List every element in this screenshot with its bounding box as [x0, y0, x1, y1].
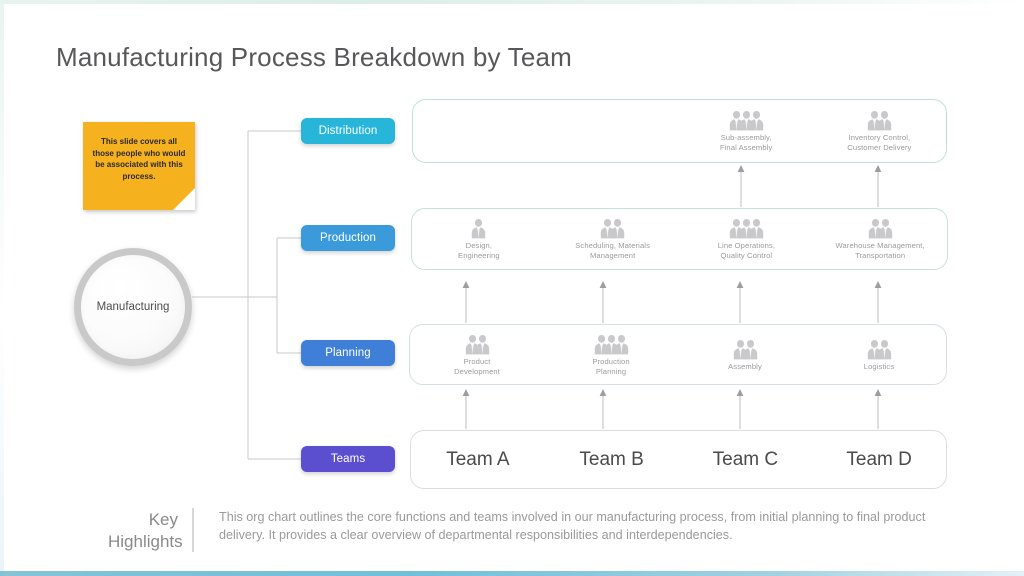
people-group-icon [733, 338, 757, 360]
arrow-planning-to-production [462, 281, 882, 323]
key-highlights-label: Key Highlights [108, 510, 183, 551]
people-group-icon [600, 217, 625, 239]
level-pill-distribution[interactable]: Distribution [301, 118, 395, 144]
row-cells-production: Design, Engineering Scheduling, Materials… [412, 209, 947, 269]
org-cell[interactable]: Line Operations, Quality Control [680, 209, 814, 269]
row-panel-teams: Team A Team B Team C Team D [410, 430, 947, 489]
slide-left-accent-bar [0, 0, 4, 576]
sticky-note: This slide covers all those people who w… [83, 122, 195, 210]
people-group-icon [867, 109, 892, 131]
org-cell[interactable]: Assembly [678, 325, 812, 384]
org-cell[interactable]: Production Planning [544, 325, 678, 384]
level-pill-distribution-label: Distribution [318, 125, 378, 137]
org-cell-caption: Design, Engineering [458, 241, 500, 260]
person-icon [749, 219, 764, 239]
root-node-manufacturing[interactable]: Manufacturing [74, 248, 192, 366]
org-cell[interactable]: Product Development [410, 325, 544, 384]
person-icon [749, 111, 763, 131]
org-cell-caption: Production Planning [592, 356, 630, 376]
level-pill-planning-label: Planning [325, 347, 371, 359]
team-cell-label: Team D [846, 448, 912, 470]
people-group-icon [868, 217, 892, 239]
team-cell[interactable]: Team A [411, 431, 545, 488]
level-pill-production[interactable]: Production [301, 225, 395, 251]
page-title: Manufacturing Process Breakdown by Team [56, 42, 573, 72]
level-pill-planning[interactable]: Planning [301, 340, 395, 366]
row-panel-distribution: Sub-assembly, Final Assembly Inventory Co… [412, 99, 947, 163]
person-icon [878, 219, 892, 239]
org-cell[interactable] [546, 100, 679, 162]
level-pill-production-label: Production [320, 232, 376, 244]
person-icon [475, 334, 489, 355]
row-panel-planning: Product Development Production Planning As… [409, 324, 947, 385]
org-cell-caption: Inventory Control, Customer Delivery [847, 133, 912, 152]
team-cell-label: Team A [446, 448, 510, 470]
people-group-icon [465, 333, 489, 355]
people-group-icon [729, 217, 764, 239]
key-highlights-text: This org chart outlines the core functio… [219, 510, 926, 542]
slide-bottom-accent-bar [0, 571, 1024, 576]
sticky-note-text: This slide covers all those people who w… [92, 137, 186, 181]
root-node-label: Manufacturing [96, 301, 170, 313]
person-icon [614, 334, 628, 355]
row-cells-planning: Product Development Production Planning As… [410, 325, 946, 384]
org-cell[interactable]: Design, Engineering [412, 209, 546, 269]
team-cell-label: Team B [579, 448, 644, 470]
org-cell[interactable]: Inventory Control, Customer Delivery [813, 100, 946, 162]
person-icon [877, 111, 892, 131]
org-cell-caption: Warehouse Management, Transportation [835, 241, 925, 260]
org-cell[interactable]: Logistics [812, 325, 946, 384]
sticky-note-fold-highlight [173, 188, 195, 210]
person-icon [610, 219, 625, 239]
people-group-icon [867, 338, 891, 360]
footer-divider [192, 508, 194, 552]
level-pill-teams-label: Teams [330, 453, 366, 465]
level-pill-teams[interactable]: Teams [301, 446, 395, 472]
arrow-production-to-distribution [737, 165, 882, 207]
org-cell[interactable]: Scheduling, Materials Management [546, 209, 680, 269]
person-icon [743, 339, 757, 360]
arrow-teams-to-planning [462, 389, 882, 429]
row-cells-distribution: Sub-assembly, Final Assembly Inventory Co… [413, 100, 946, 162]
org-cell-caption: Scheduling, Materials Management [575, 241, 650, 260]
person-icon [472, 219, 486, 239]
org-cell-caption: Sub-assembly, Final Assembly [719, 133, 773, 152]
team-cell[interactable]: Team D [812, 431, 946, 488]
people-group-icon [594, 333, 628, 355]
team-cell[interactable]: Team C [679, 431, 813, 488]
org-cell-caption: Logistics [863, 361, 895, 371]
team-cell[interactable]: Team B [545, 431, 679, 488]
team-cell-label: Team C [712, 448, 779, 470]
org-cell[interactable] [413, 100, 546, 162]
people-group-icon [729, 109, 763, 131]
org-cell[interactable]: Sub-assembly, Final Assembly [680, 100, 813, 162]
people-group-icon [472, 217, 486, 239]
row-panel-production: Design, Engineering Scheduling, Materials… [411, 208, 948, 270]
org-cell[interactable]: Warehouse Management, Transportation [813, 209, 947, 269]
org-cell-caption: Product Development [454, 356, 500, 376]
person-icon [877, 339, 891, 360]
org-cell-caption: Line Operations, Quality Control [717, 241, 776, 260]
slide-top-accent-bar [0, 0, 1024, 4]
row-cells-teams: Team A Team B Team C Team D [411, 431, 946, 488]
org-cell-caption: Assembly [728, 361, 762, 371]
